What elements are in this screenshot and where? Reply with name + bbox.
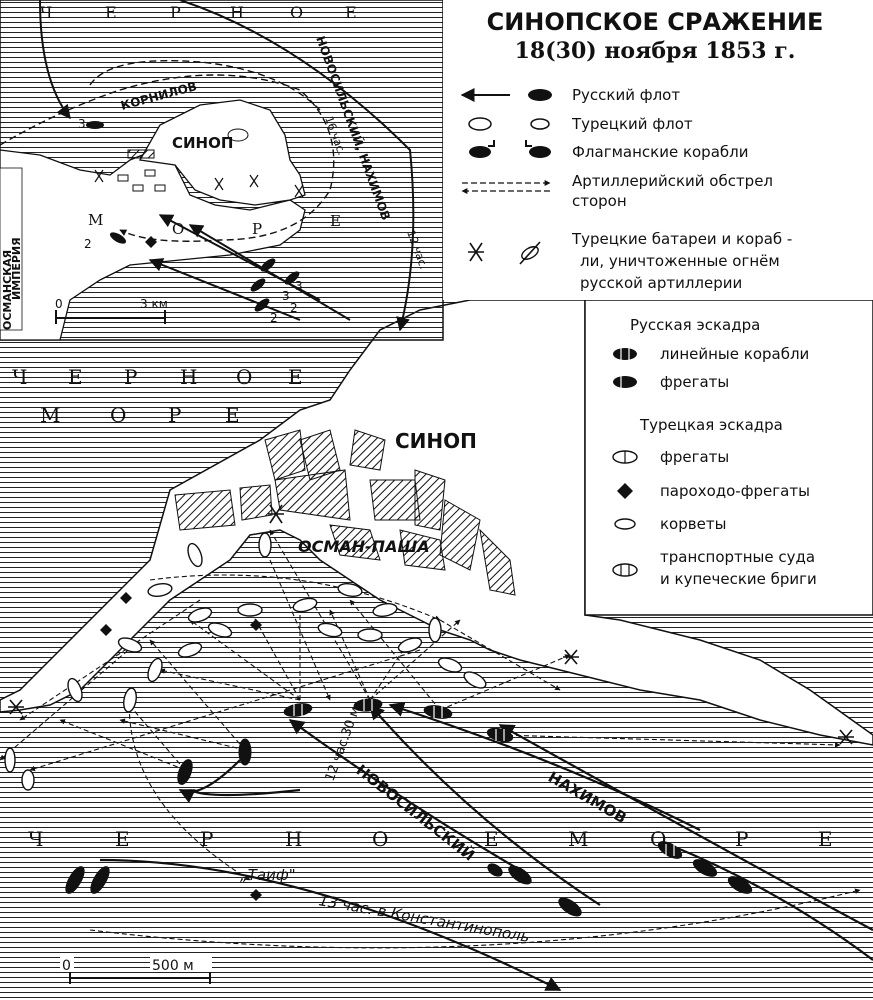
svg-text:Е: Е [330, 212, 341, 230]
main-map: СИНОП ОСМАН-ПАША Ч Е Р Н О Е М О Р Е Ч Е… [0, 299, 873, 1000]
svg-text:М: М [88, 211, 103, 229]
inset-turkish-ships [117, 149, 166, 192]
main-scale-bar: 0 500 м [60, 956, 212, 984]
legend-transports-line1: транспортные суда [660, 548, 815, 566]
inset-country-line1: ОСМАНСКАЯ [1, 250, 14, 330]
svg-text:О: О [290, 3, 303, 22]
map-date: 18(30) ноября 1853 г. [515, 38, 796, 64]
inset-bay-label: М О Р Е [88, 211, 341, 238]
svg-text:Р: Р [168, 403, 181, 427]
svg-text:Н: Н [180, 365, 197, 389]
inset-ships [86, 121, 300, 312]
svg-text:О: О [110, 403, 126, 427]
turkish-ships-main [4, 532, 487, 791]
main-city-blocks [174, 429, 516, 596]
russian-fleet-paths [99, 701, 873, 991]
inset-kornilov-route [0, 59, 335, 242]
svg-text:3: 3 [78, 117, 86, 131]
svg-text:2: 2 [270, 311, 278, 325]
svg-text:3: 3 [295, 279, 303, 293]
legend-turkish-fleet: Турецкий флот [571, 115, 693, 133]
svg-text:Р: Р [735, 827, 748, 851]
svg-text:Е: Е [115, 827, 130, 851]
legend-ships-of-line: линейные корабли [660, 345, 809, 363]
legend: Русский флот Турецкий флот Флагманские к… [460, 86, 817, 588]
svg-text:Е: Е [105, 3, 117, 22]
legend-flagships: Флагманские корабли [572, 143, 748, 161]
inset-city-label: СИНОП [172, 134, 233, 152]
legend-steam-frigates: пароходо-фрегаты [660, 482, 810, 500]
main-city-label: СИНОП [395, 429, 477, 453]
svg-text:Е: Е [225, 403, 240, 427]
inset-country-line2: ИМПЕРИЯ [10, 237, 23, 300]
russian-ships-main [65, 698, 753, 917]
svg-text:3: 3 [282, 289, 290, 303]
legend-russian-frigates: фрегаты [660, 373, 729, 391]
inset-map: СИНОП ОСМАНСКАЯ ИМПЕРИЯ Ч Е Р Н О Е М О … [0, 0, 444, 341]
legend-russian-squadron-heading: Русская эскадра [630, 316, 760, 334]
artillery-fire-lines [0, 529, 861, 949]
svg-text:Р: Р [252, 220, 262, 238]
svg-text:0: 0 [55, 297, 63, 311]
svg-text:Е: Е [288, 365, 303, 389]
legend-turkish-squadron-heading: Турецкая эскадра [639, 416, 783, 434]
svg-text:О: О [372, 827, 388, 851]
legend-corvettes: корветы [660, 515, 726, 533]
destroyed-batteries-main [8, 504, 854, 745]
legend-batteries-line3: русской артиллерии [580, 274, 742, 292]
svg-text:Ч: Ч [40, 3, 52, 22]
svg-text:Н: Н [285, 827, 302, 851]
inset-peninsula [138, 99, 306, 206]
svg-text:0: 0 [62, 958, 71, 974]
russian-ship-marks [293, 699, 675, 856]
legend-transports-line2: и купеческие бриги [660, 570, 817, 588]
svg-text:500 м: 500 м [152, 958, 194, 974]
svg-text:О: О [172, 220, 184, 238]
inset-sea-label: Ч Е Р Н О Е [40, 3, 357, 22]
inset-ship-numbers: 3 2 3 3 2 2 [78, 117, 303, 325]
svg-text:М: М [568, 827, 588, 851]
svg-text:М: М [40, 403, 60, 427]
title-block: СИНОПСКОЕ СРАЖЕНИЕ 18(30) ноября 1853 г. [443, 0, 873, 300]
svg-text:3 км: 3 км [140, 297, 168, 311]
svg-text:Р: Р [124, 365, 137, 389]
inset-batteries [94, 169, 304, 198]
svg-text:Р: Р [200, 827, 213, 851]
inset-scale-bar: 0 3 км [55, 297, 168, 324]
svg-text:Ч: Ч [28, 827, 43, 851]
svg-text:Е: Е [484, 827, 499, 851]
legend-turkish-frigates: фрегаты [660, 448, 729, 466]
svg-text:2: 2 [290, 301, 298, 315]
taif-label: „Таиф" [240, 866, 296, 884]
legend-batteries-line1: Турецкие батареи и кораб - [571, 230, 792, 248]
svg-text:Е: Е [345, 3, 357, 22]
legend-batteries-line2: ли, уничтоженные огнём [580, 252, 780, 270]
sea-label-top: Ч Е Р Н О Е М О Р Е [12, 365, 303, 427]
legend-russian-fleet: Русский флот [572, 86, 680, 104]
svg-text:Н: Н [230, 3, 244, 22]
svg-text:Е: Е [68, 365, 83, 389]
svg-text:О: О [236, 365, 252, 389]
svg-text:2: 2 [84, 237, 92, 251]
map-title: СИНОПСКОЕ СРАЖЕНИЕ [487, 8, 824, 36]
turkish-steam-frigates-main [100, 592, 262, 901]
svg-text:Ч: Ч [12, 365, 27, 389]
svg-text:Р: Р [170, 3, 181, 22]
legend-artillery-line1: Артиллерийский обстрел [572, 172, 773, 190]
osman-pasha-label: ОСМАН-ПАША [298, 537, 430, 556]
legend-artillery-line2: сторон [572, 192, 627, 210]
svg-text:Е: Е [818, 827, 833, 851]
